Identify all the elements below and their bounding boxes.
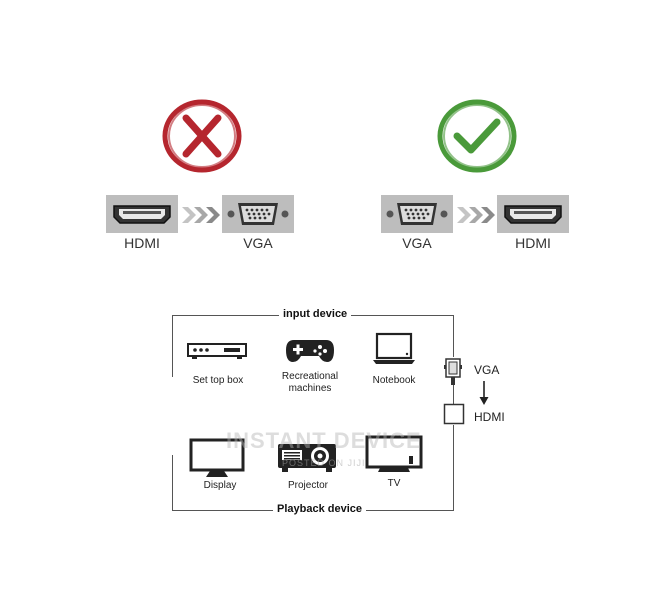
input-frame-left-line (172, 315, 173, 377)
vga-port-box (381, 195, 453, 233)
vga-connector-icon (386, 203, 448, 225)
watermark-text: INSTANT DEVICE (226, 428, 422, 453)
red-cross-icon (162, 99, 242, 173)
hdmi-port-box (497, 195, 569, 233)
vga-label: VGA (402, 235, 432, 251)
vga-port-box (222, 195, 294, 233)
hdmi-label: HDMI (515, 235, 551, 251)
set-top-box-label: Set top box (192, 375, 244, 386)
hdmi-adapter-icon (443, 403, 465, 425)
chevron-arrows-icon (457, 207, 495, 223)
adapter-cable-line (453, 385, 454, 405)
vga-plug-icon (444, 358, 462, 385)
frame-right-line-upper (453, 315, 454, 357)
playback-device-title: Playback device (273, 503, 367, 515)
hdmi-connector-icon (504, 205, 562, 224)
recreational-label-line1: Recreational (281, 371, 339, 382)
adapter-vga-label: VGA (474, 363, 500, 377)
playback-frame-left-line (172, 455, 173, 510)
vga-connector-icon (227, 203, 289, 225)
projector-icon (278, 444, 336, 472)
green-check-icon (437, 99, 517, 173)
hdmi-connector-icon (113, 205, 171, 224)
down-arrow-icon (479, 381, 489, 405)
notebook-label: Notebook (372, 375, 416, 386)
vga-label: VGA (243, 235, 273, 251)
projector-label: Projector (287, 480, 328, 491)
watermark-subtext: POSTED ON JIJI (282, 458, 366, 468)
display-label: Display (203, 480, 237, 491)
frame-right-line-lower (453, 425, 454, 510)
set-top-box-icon (187, 343, 247, 359)
gamepad-icon (286, 340, 334, 362)
recreational-label-line2: machines (288, 383, 332, 394)
display-icon (189, 438, 245, 477)
hdmi-port-box (106, 195, 178, 233)
input-device-title: input device (279, 308, 352, 320)
tv-label: TV (387, 478, 401, 489)
notebook-icon (373, 332, 415, 364)
recreational-machines-label: Recreational machines (272, 371, 348, 395)
tv-icon (365, 435, 423, 472)
hdmi-label: HDMI (124, 235, 160, 251)
chevron-arrows-icon (182, 207, 220, 223)
adapter-hdmi-label: HDMI (474, 410, 505, 424)
